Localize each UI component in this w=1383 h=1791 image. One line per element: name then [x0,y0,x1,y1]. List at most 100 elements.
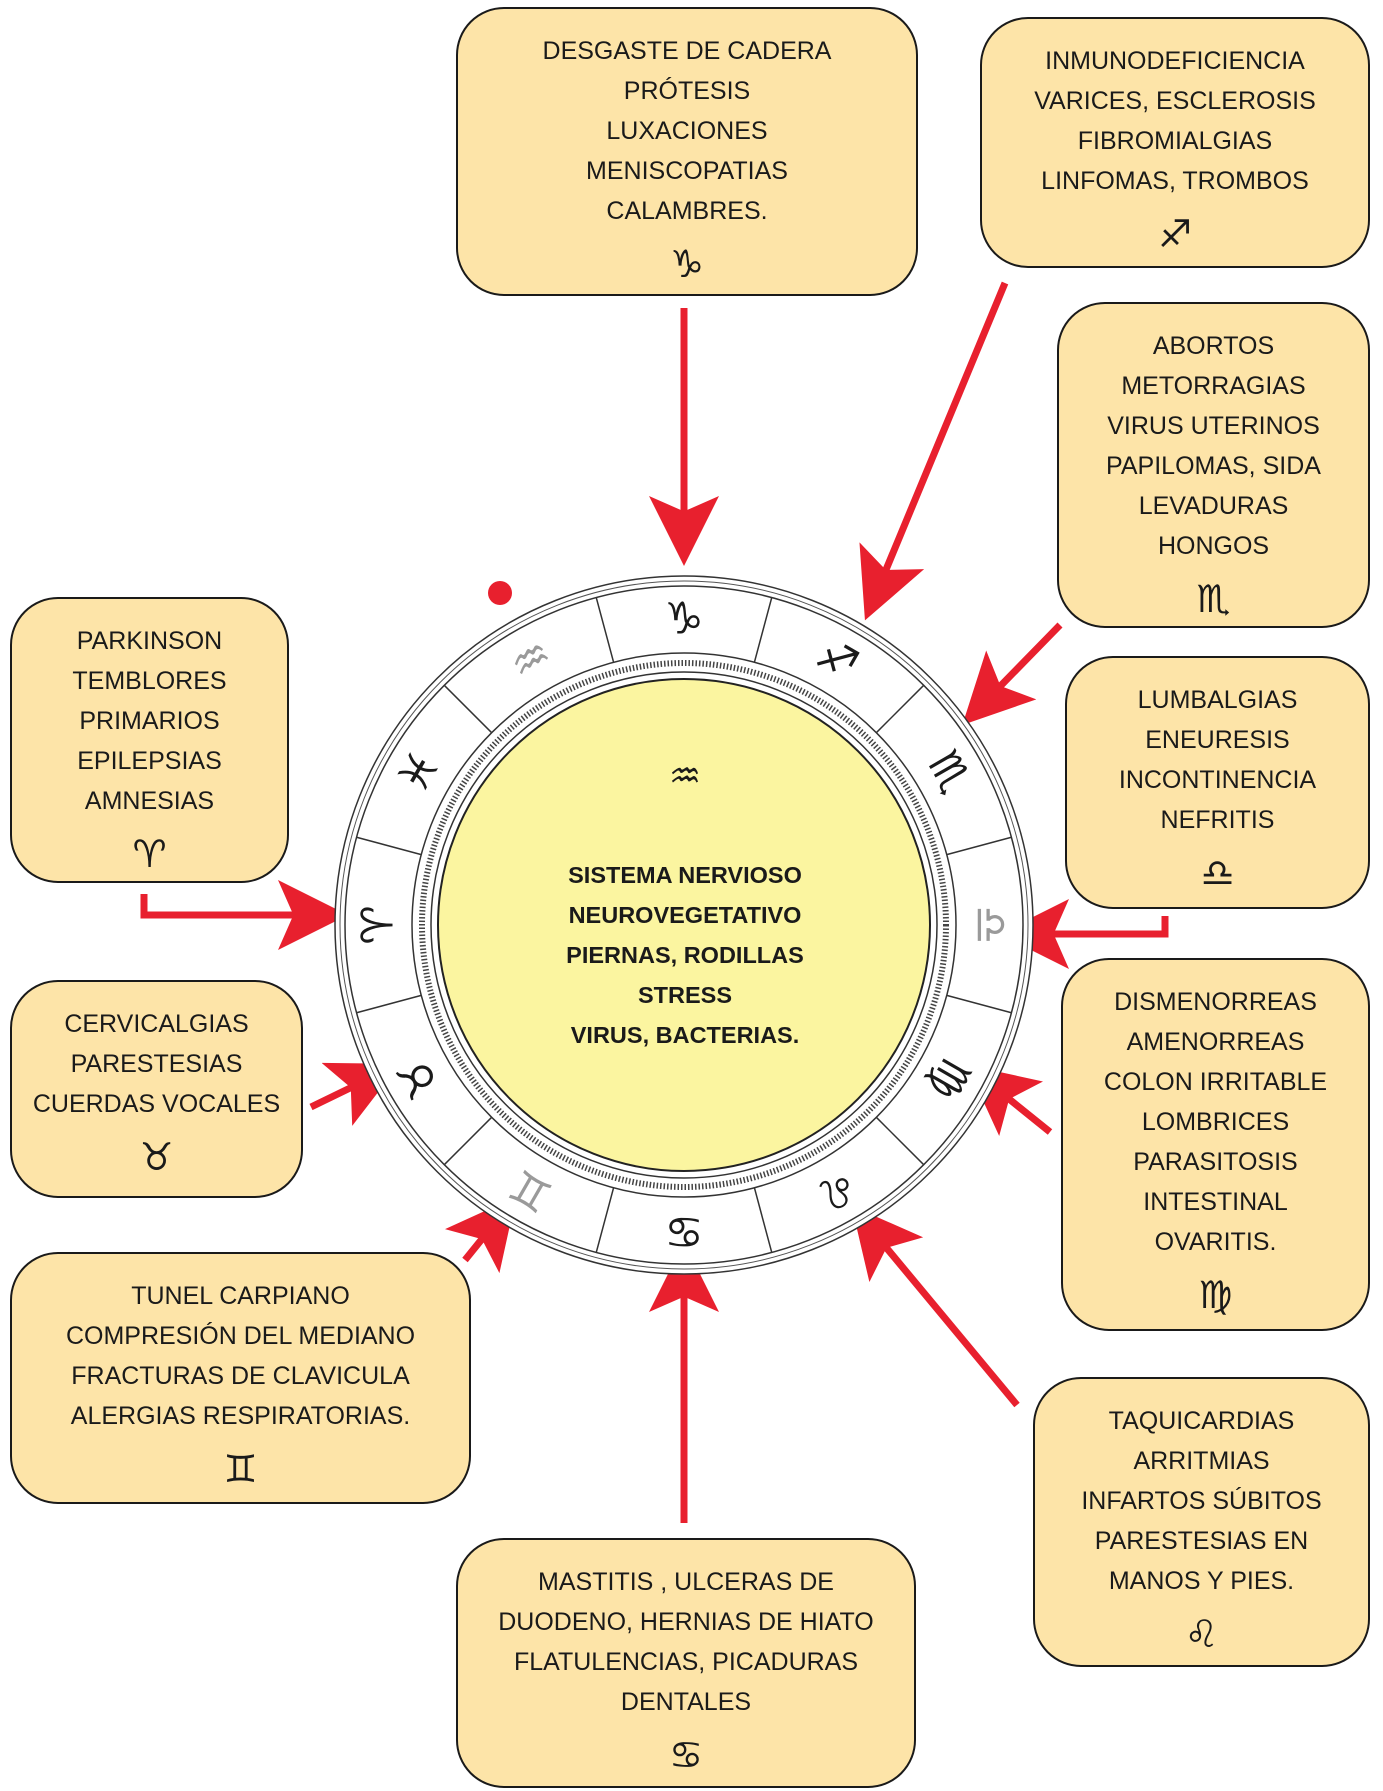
box-line: HONGOS [1157,532,1270,560]
center-text: SISTEMA NERVIOSO NEUROVEGETATIVO PIERNAS… [435,855,935,1055]
box-line: PRÓTESIS [623,77,751,105]
box-line: DESGASTE DE CADERA [542,37,832,65]
box-aries: PARKINSON TEMBLORES PRIMARIOS EPILEPSIAS… [10,597,289,883]
wheel-divider [946,994,1012,1014]
wheel-divider [875,1116,925,1166]
box-gemini: TUNEL CARPIANO COMPRESIÓN DEL MEDIANO FR… [10,1252,471,1504]
box-line: VIRUS UTERINOS [1107,412,1320,440]
box-line: TEMBLORES [72,667,227,695]
box-line: LOMBRICES [1141,1108,1290,1136]
box-line: DISMENORREAS [1114,988,1317,1016]
wheel-aries-icon: ♈ [353,905,404,944]
libra-icon: ♎ [1200,851,1235,895]
box-taurus: CERVICALGIAS PARESTESIAS CUERDAS VOCALES… [10,980,303,1198]
box-line: ALERGIAS RESPIRATORIAS. [70,1402,411,1430]
box-line: LUXACIONES [606,117,768,145]
box-line: PARESTESIAS EN [1094,1527,1309,1555]
box-line: PARASITOSIS [1133,1148,1298,1176]
virgo-icon: ♍ [1198,1273,1233,1317]
box-line: INTESTINAL [1143,1188,1288,1216]
center-line: STRESS [637,982,733,1008]
arrow-taurus [309,1062,400,1126]
marker-dot [488,581,512,605]
center-line: NEUROVEGETATIVO [568,902,802,928]
arrow-aries [140,880,348,950]
box-line: TAQUICARDIAS [1108,1407,1295,1435]
cancer-icon: ♋ [668,1733,704,1777]
wheel-divider [595,597,615,663]
box-line: MENISCOPATIAS [586,157,788,185]
box-line: METORRAGIAS [1121,372,1306,400]
box-line: ABORTOS [1152,332,1275,360]
box-line: LUMBALGIAS [1137,686,1298,714]
box-sagittarius: INMUNODEFICIENCIA VARICES, ESCLEROSIS FI… [980,17,1370,268]
box-line: CUERDAS VOCALES [32,1090,281,1118]
wheel-divider [443,684,493,734]
wheel-inner-ring [430,671,938,1179]
box-scorpio: ABORTOS METORRAGIAS VIRUS UTERINOS PAPIL… [1057,302,1370,628]
wheel-divider [356,836,422,856]
wheel-divider [753,597,773,663]
arrow-libra [999,899,1169,969]
wheel-divider [753,1187,773,1253]
box-virgo: DISMENORREAS AMENORREAS COLON IRRITABLE … [1061,958,1370,1331]
wheel-center-disc [437,678,931,1172]
box-line: FLATULENCIAS, PICADURAS [513,1648,859,1676]
box-line: EPILEPSIAS [77,747,222,775]
box-line: CALAMBRES. [606,197,768,225]
box-line: TUNEL CARPIANO [131,1282,350,1310]
box-line: ARRITMIAS [1133,1447,1270,1475]
box-line: AMENORREAS [1126,1028,1305,1056]
box-cancer: MASTITIS , ULCERAS DE DUODENO, HERNIAS D… [456,1538,916,1788]
scorpio-icon: ♏ [1196,577,1231,621]
wheel-divider [595,1187,615,1253]
box-line: DENTALES [620,1688,752,1716]
box-leo: TAQUICARDIAS ARRITMIAS INFARTOS SÚBITOS … [1033,1377,1370,1667]
wheel-outer-ring [344,585,1024,1265]
center-line: VIRUS, BACTERIAS. [570,1022,800,1048]
box-line: MASTITIS , ULCERAS DE [538,1568,834,1596]
box-line: PRIMARIOS [79,707,220,735]
wheel-divider [875,684,925,734]
wheel-divider [443,1116,493,1166]
box-line: DUODENO, HERNIAS DE HIATO [498,1608,874,1636]
box-line: PARKINSON [76,627,223,655]
wheel-tick-band [419,660,949,1190]
center-line: SISTEMA NERVIOSO [568,862,802,888]
box-line: COLON IRRITABLE [1103,1068,1328,1096]
box-line: CERVICALGIAS [64,1010,249,1038]
box-line: LEVADURAS [1138,492,1289,520]
wheel-capricorn-icon: ♑ [664,594,703,645]
box-libra: LUMBALGIAS ENEURESIS INCONTINENCIA NEFRI… [1065,656,1370,909]
aries-icon: ♈ [132,832,167,876]
box-line: VARICES, ESCLEROSIS [1034,87,1316,115]
box-line: FRACTURAS DE CLAVICULA [71,1362,410,1390]
arrow-gemini [444,1196,517,1274]
arrow-leo [851,1205,1020,1408]
aquarius-icon: ♒ [668,756,702,797]
box-capricorn: DESGASTE DE CADERA PRÓTESIS LUXACIONES M… [456,7,918,296]
wheel-cancer-icon: ♋ [664,1206,703,1257]
arrow-virgo [966,1064,1053,1136]
center-line: PIERNAS, RODILLAS [566,942,804,968]
box-line: MANOS Y PIES. [1108,1567,1295,1595]
wheel-divider [356,994,422,1014]
box-line: INCONTINENCIA [1118,766,1317,794]
box-line: OVARITIS. [1154,1228,1277,1256]
arrow-sagittarius [859,281,1009,621]
wheel-divider [946,836,1012,856]
box-line: INFARTOS SÚBITOS [1081,1487,1322,1515]
box-line: ENEURESIS [1145,726,1290,754]
capricorn-icon: ♑ [669,242,705,286]
box-line: LINFOMAS, TROMBOS [1041,167,1309,195]
box-line: NEFRITIS [1160,806,1275,834]
box-line: PARESTESIAS [70,1050,243,1078]
taurus-icon: ♉ [139,1135,174,1179]
gemini-icon: ♊ [223,1447,258,1491]
box-line: INMUNODEFICIENCIA [1045,47,1305,75]
box-line: COMPRESIÓN DEL MEDIANO [65,1322,416,1350]
leo-icon: ♌ [1184,1612,1219,1656]
